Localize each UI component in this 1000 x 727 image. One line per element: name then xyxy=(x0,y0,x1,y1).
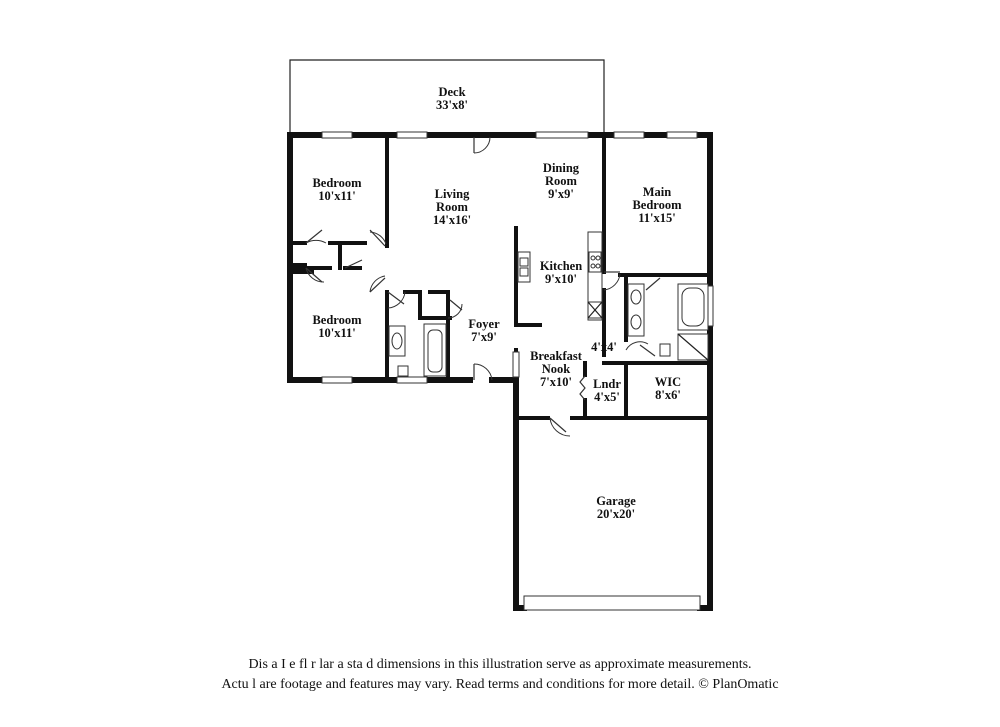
interior-walls xyxy=(290,135,710,420)
doors xyxy=(305,136,661,437)
fixtures xyxy=(388,231,709,377)
disclaimer-line-2: Actu l are footage and features may vary… xyxy=(221,677,779,692)
deck-outline xyxy=(289,59,605,133)
garage-door xyxy=(523,595,701,611)
disclaimer-line-1: Dis a I e fl r lar a sta d dimensions in… xyxy=(248,657,752,672)
bath-label: 4'x4' xyxy=(591,340,617,354)
windows xyxy=(321,131,714,384)
